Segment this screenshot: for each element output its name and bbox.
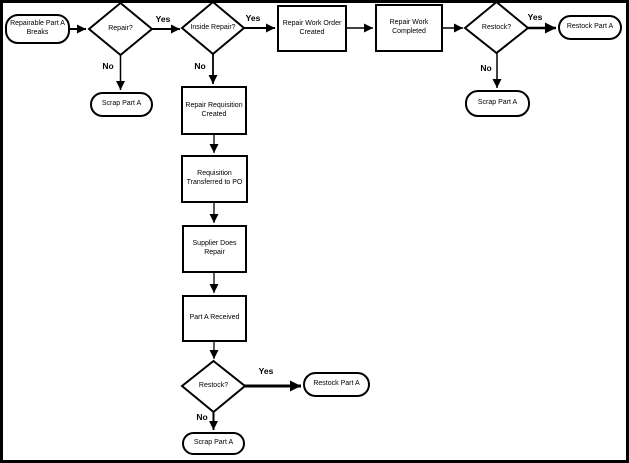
- edge-label-restock-bottom-yes: Yes: [258, 366, 274, 376]
- edge-label-repair-no: No: [102, 61, 114, 71]
- decision-restock-top-shape: [463, 0, 530, 55]
- edge-label-restock-top-yes: Yes: [527, 12, 543, 22]
- node-work-completed: Repair Work Completed: [375, 4, 443, 52]
- node-part-received: Part A Received: [182, 295, 247, 342]
- node-restock-decision-bottom-label: Restock?: [198, 382, 229, 390]
- node-scrap-top: Scrap Part A: [465, 90, 530, 117]
- edge-label-restock-bottom-no: No: [196, 412, 208, 422]
- decision-repair-shape: [87, 1, 154, 57]
- node-requisition-po: Requisition Transferred to PO: [181, 155, 248, 203]
- node-scrap-after-repair: Scrap Part A: [90, 92, 153, 117]
- node-restock-top: Restock Part A: [558, 15, 622, 40]
- edge-label-inside-no: No: [194, 61, 206, 71]
- decision-restock-bottom-shape: [180, 359, 247, 414]
- node-inside-repair-decision-label: Inside Repair?: [190, 24, 236, 32]
- decision-inside-repair-shape: [180, 0, 246, 56]
- node-restock-decision-top-label: Restock?: [481, 24, 512, 32]
- edge-label-repair-yes: Yes: [155, 14, 171, 24]
- node-repair-decision-label: Repair?: [108, 25, 133, 33]
- node-supplier-repair: Supplier Does Repair: [182, 225, 247, 273]
- node-work-order-created: Repair Work Order Created: [277, 5, 347, 52]
- node-start: Repairable Part A Breaks: [5, 14, 70, 44]
- edge-label-restock-top-no: No: [480, 63, 492, 73]
- edge-label-inside-yes: Yes: [245, 13, 261, 23]
- node-requisition-created: Repair Requisition Created: [181, 86, 247, 135]
- node-restock-bottom: Restock Part A: [303, 372, 370, 397]
- node-scrap-bottom: Scrap Part A: [182, 432, 245, 455]
